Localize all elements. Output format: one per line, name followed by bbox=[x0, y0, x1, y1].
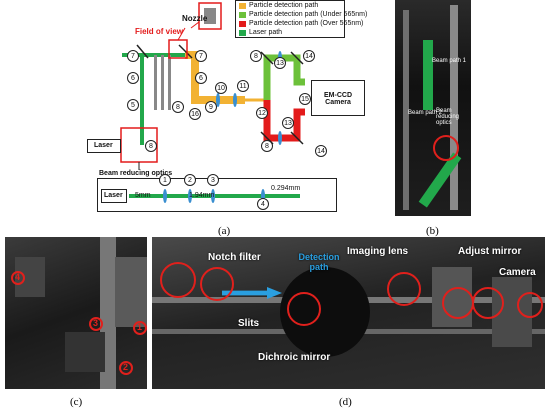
marker-7-left: 7 bbox=[127, 50, 139, 62]
caption-c: (c) bbox=[70, 396, 83, 408]
marker-8-lower: 8 bbox=[261, 140, 273, 152]
marker-11: 11 bbox=[237, 80, 249, 92]
marker-12: 12 bbox=[256, 107, 268, 119]
laser-label: Laser bbox=[94, 142, 113, 149]
inset-laser-label: Laser bbox=[104, 192, 123, 199]
slits-label: Slits bbox=[238, 318, 260, 329]
legend-swatch-red bbox=[239, 21, 246, 27]
caption-a: (a) bbox=[218, 225, 231, 237]
beam-reducing-optics-title: Beam reducing optics bbox=[99, 170, 173, 177]
camera-box bbox=[311, 80, 365, 116]
beam-path-2-label: Beam path 2 bbox=[408, 110, 443, 116]
marker-c-4: 4 bbox=[15, 272, 21, 282]
panel-a: Particle detection path Particle detecti… bbox=[75, 0, 385, 218]
camera-label: EM-CCD Camera bbox=[324, 92, 352, 106]
legend-entry-yellow: Particle detection path bbox=[249, 2, 319, 9]
legend-entry-laser: Laser path bbox=[249, 29, 283, 36]
marker-10: 10 bbox=[215, 82, 227, 94]
marker-8-bottom: 8 bbox=[145, 140, 157, 152]
marker-13-top: 13 bbox=[274, 57, 286, 69]
legend-swatch-laser bbox=[239, 30, 246, 36]
panel-b-photo bbox=[395, 0, 471, 216]
notch-filter-label: Notch filter bbox=[208, 252, 261, 263]
adjust-mirror-label: Adjust mirror bbox=[458, 246, 522, 257]
legend-entry-red: Particle detection path (Over 565nm) bbox=[249, 20, 364, 27]
beam-reducing-optics-b-label: Beam reducing optics bbox=[436, 108, 460, 126]
marker-14-top: 14 bbox=[303, 50, 315, 62]
marker-5: 5 bbox=[127, 99, 139, 111]
caption-d: (d) bbox=[339, 396, 352, 408]
nozzle-label: Nozzle bbox=[182, 14, 208, 23]
marker-6-right: 6 bbox=[195, 72, 207, 84]
marker-13-bottom: 13 bbox=[282, 117, 294, 129]
beam-path-1-label: Beam path 1 bbox=[432, 58, 467, 64]
panel-c-photo bbox=[5, 237, 147, 389]
legend-box bbox=[235, 0, 345, 38]
legend-swatch-green bbox=[239, 12, 246, 18]
inset-0294mm-label: 0.294mm bbox=[271, 185, 301, 192]
inset-194mm-label: 1.94mm bbox=[189, 192, 215, 199]
marker-16: 16 bbox=[189, 108, 201, 120]
marker-7-right: 7 bbox=[195, 50, 207, 62]
panel-d-photo bbox=[152, 237, 545, 389]
legend-swatch-yellow bbox=[239, 3, 246, 9]
marker-c-1: 1 bbox=[137, 322, 143, 332]
marker-6-left: 6 bbox=[127, 72, 139, 84]
marker-3: 3 bbox=[207, 174, 219, 186]
marker-9: 9 bbox=[205, 101, 217, 113]
laser-box bbox=[87, 139, 121, 153]
optical-schematic bbox=[120, 2, 305, 203]
marker-8-mid: 8 bbox=[172, 101, 184, 113]
marker-2: 2 bbox=[184, 174, 196, 186]
caption-b: (b) bbox=[426, 225, 439, 237]
marker-1: 1 bbox=[159, 174, 171, 186]
imaging-lens-label: Imaging lens bbox=[347, 246, 409, 257]
detection-path-label: Detection path bbox=[298, 252, 340, 272]
dichroic-mirror-label: Dichroic mirror bbox=[258, 352, 331, 363]
camera-d-label: Camera bbox=[499, 267, 536, 278]
marker-14-bottom: 14 bbox=[315, 145, 327, 157]
marker-c-3: 3 bbox=[93, 318, 99, 328]
inset-5mm-label: 5mm bbox=[135, 192, 151, 199]
marker-4: 4 bbox=[257, 198, 269, 210]
marker-c-2: 2 bbox=[123, 362, 129, 372]
marker-8-top: 8 bbox=[250, 50, 262, 62]
inset-laser-box bbox=[101, 189, 127, 203]
legend-entry-green: Particle detection path (Under 565nm) bbox=[249, 11, 368, 18]
field-of-view-label: Field of view bbox=[135, 27, 184, 36]
marker-15: 15 bbox=[299, 93, 311, 105]
